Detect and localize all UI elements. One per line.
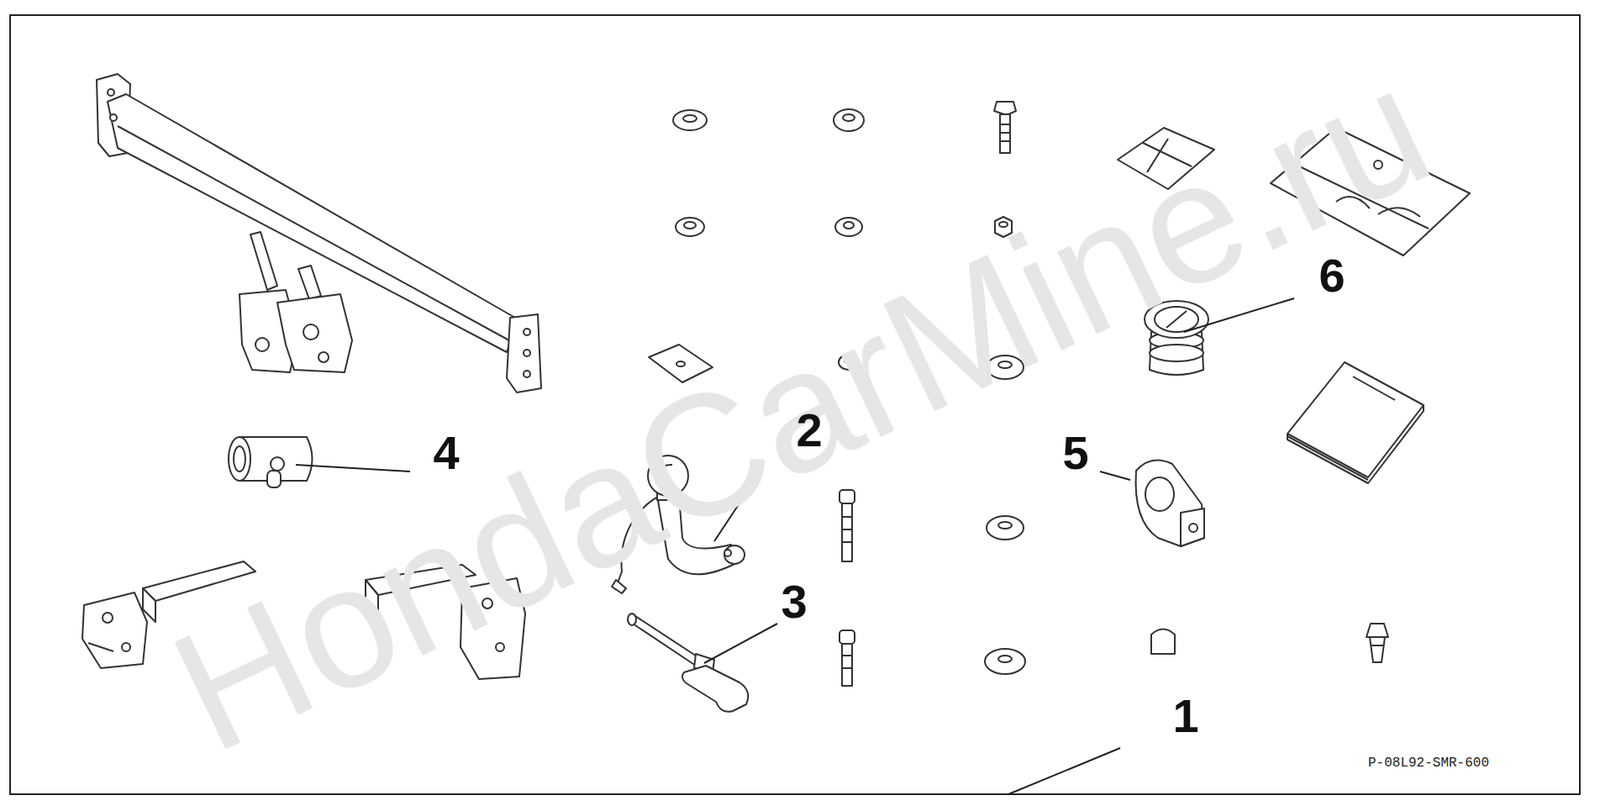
crossbeam — [96, 73, 542, 393]
side-brackets — [82, 561, 526, 679]
callout-number: 4 — [432, 429, 459, 477]
locking-pin — [627, 613, 748, 712]
ring-plate — [1136, 460, 1205, 548]
coupling-tube — [228, 436, 313, 488]
callout-number: 1 — [1172, 692, 1199, 740]
frame — [10, 15, 1580, 795]
drawing-code: P-08L92-SMR-600 — [1368, 756, 1490, 770]
documents — [1117, 127, 1470, 484]
callout-number: 5 — [1062, 429, 1089, 477]
lock-cylinder — [1144, 300, 1209, 375]
callout-number: 3 — [780, 578, 807, 626]
leader-lines — [295, 298, 1295, 795]
callout-number: 2 — [795, 406, 822, 454]
callout-number: 6 — [1318, 252, 1345, 300]
hardware — [648, 101, 1389, 686]
